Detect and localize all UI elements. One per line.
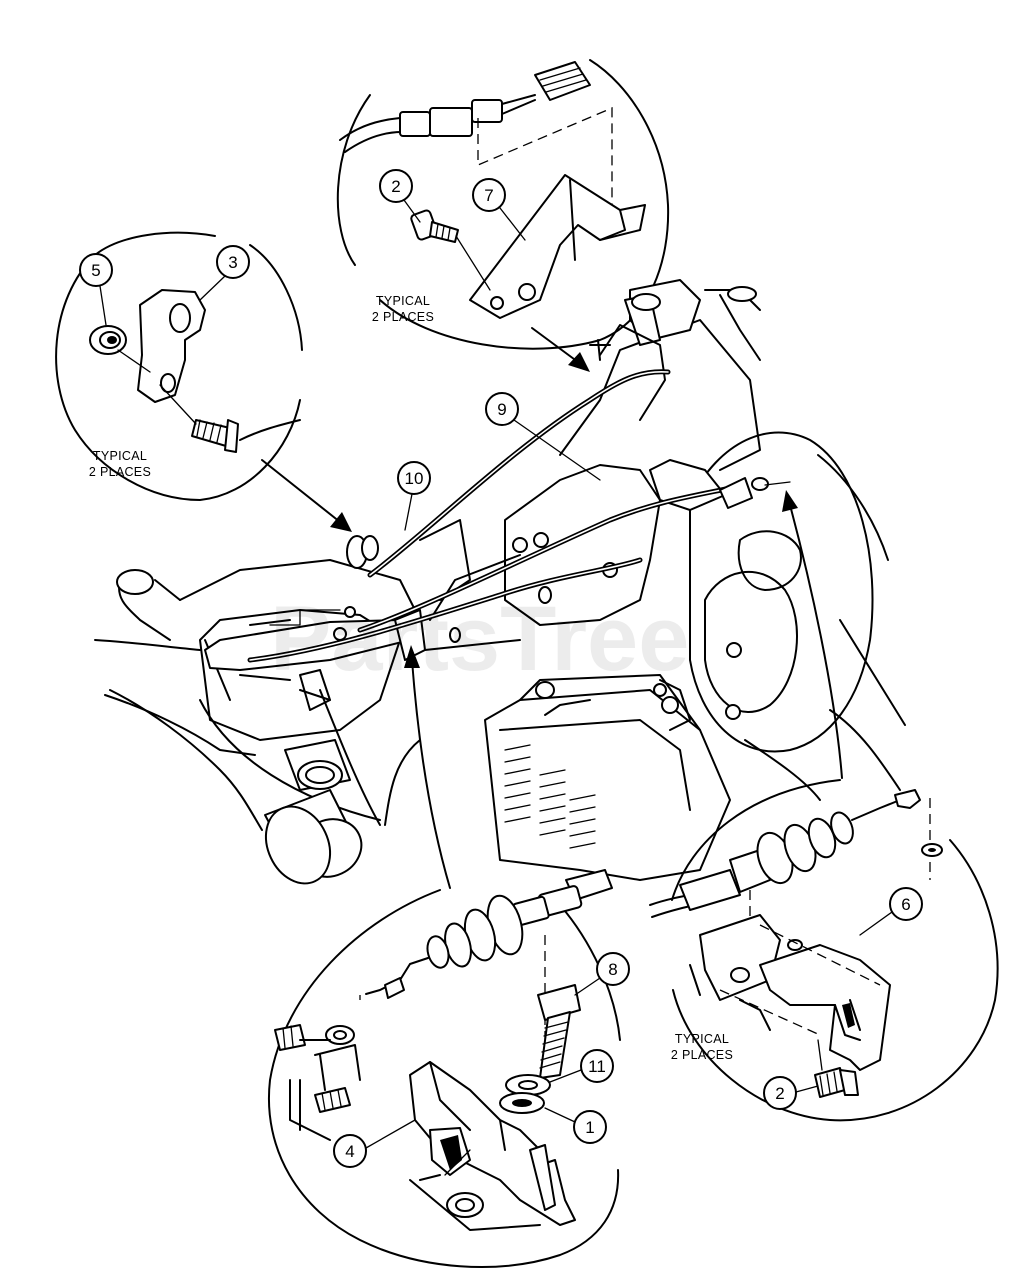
callout-6: 6: [859, 887, 923, 936]
svg-text:5: 5: [91, 261, 100, 280]
callout-2-right: 2: [763, 1076, 819, 1110]
callout-5: 5: [79, 253, 113, 326]
bolt-8: [537, 984, 581, 1079]
watermark-logo: PartsTree: [270, 588, 689, 690]
cable-9: [357, 482, 748, 633]
svg-text:6: 6: [901, 895, 910, 914]
svg-text:TYPICAL: TYPICAL: [93, 449, 147, 463]
bracket-6: [689, 914, 891, 1071]
svg-text:2 PLACES: 2 PLACES: [671, 1048, 733, 1062]
arrow-bottom: [404, 645, 451, 889]
svg-text:2 PLACES: 2 PLACES: [89, 465, 151, 479]
washer-11: [505, 1074, 551, 1096]
svg-text:TYPICAL: TYPICAL: [376, 294, 430, 308]
svg-text:10: 10: [405, 469, 424, 488]
cable-end-right: [719, 477, 791, 509]
callout-7: 7: [472, 178, 526, 241]
arrow-left: [261, 459, 352, 532]
svg-text:2 PLACES: 2 PLACES: [372, 310, 434, 324]
note-right: TYPICAL 2 PLACES: [671, 1032, 733, 1062]
bolt-2-right: [814, 1039, 859, 1098]
callout-4: 4: [333, 1119, 416, 1168]
bottom-linkage: [274, 1024, 361, 1141]
svg-text:11: 11: [588, 1057, 606, 1076]
bottom-cable-boot: [359, 869, 613, 1080]
callout-9: 9: [485, 392, 601, 481]
svg-text:1: 1: [585, 1118, 594, 1137]
washer-1: [499, 1092, 545, 1114]
svg-text:TYPICAL: TYPICAL: [675, 1032, 729, 1046]
callout-11: 11: [549, 1049, 614, 1083]
svg-text:8: 8: [608, 960, 617, 979]
bracket-7: [469, 174, 646, 319]
top-cable-detail: [339, 61, 613, 225]
engine-assembly: [94, 279, 906, 885]
svg-text:7: 7: [484, 186, 493, 205]
bolt-2-top: [410, 209, 491, 291]
cable-10: [367, 369, 671, 578]
bolt-left: [117, 349, 301, 453]
callout-10: 10: [397, 461, 431, 531]
detail-circle-left: [55, 231, 303, 501]
pedal-bracket-4: [409, 1061, 576, 1231]
arrow-right: [782, 490, 843, 779]
note-top: TYPICAL 2 PLACES: [372, 294, 434, 324]
callout-1: 1: [544, 1107, 607, 1144]
svg-text:3: 3: [228, 253, 237, 272]
callout-3: 3: [199, 245, 250, 301]
flange-nut-5: [89, 325, 127, 355]
callout-2-top: 2: [379, 169, 421, 223]
svg-text:9: 9: [497, 400, 506, 419]
svg-text:2: 2: [775, 1084, 784, 1103]
arrow-top: [531, 327, 590, 372]
callout-8: 8: [574, 952, 630, 996]
note-left: TYPICAL 2 PLACES: [89, 449, 151, 479]
svg-text:4: 4: [345, 1142, 354, 1161]
svg-text:2: 2: [391, 177, 400, 196]
right-cable-detail: [649, 789, 943, 940]
bracket-3: [137, 289, 206, 403]
cable-lower: [247, 557, 643, 663]
